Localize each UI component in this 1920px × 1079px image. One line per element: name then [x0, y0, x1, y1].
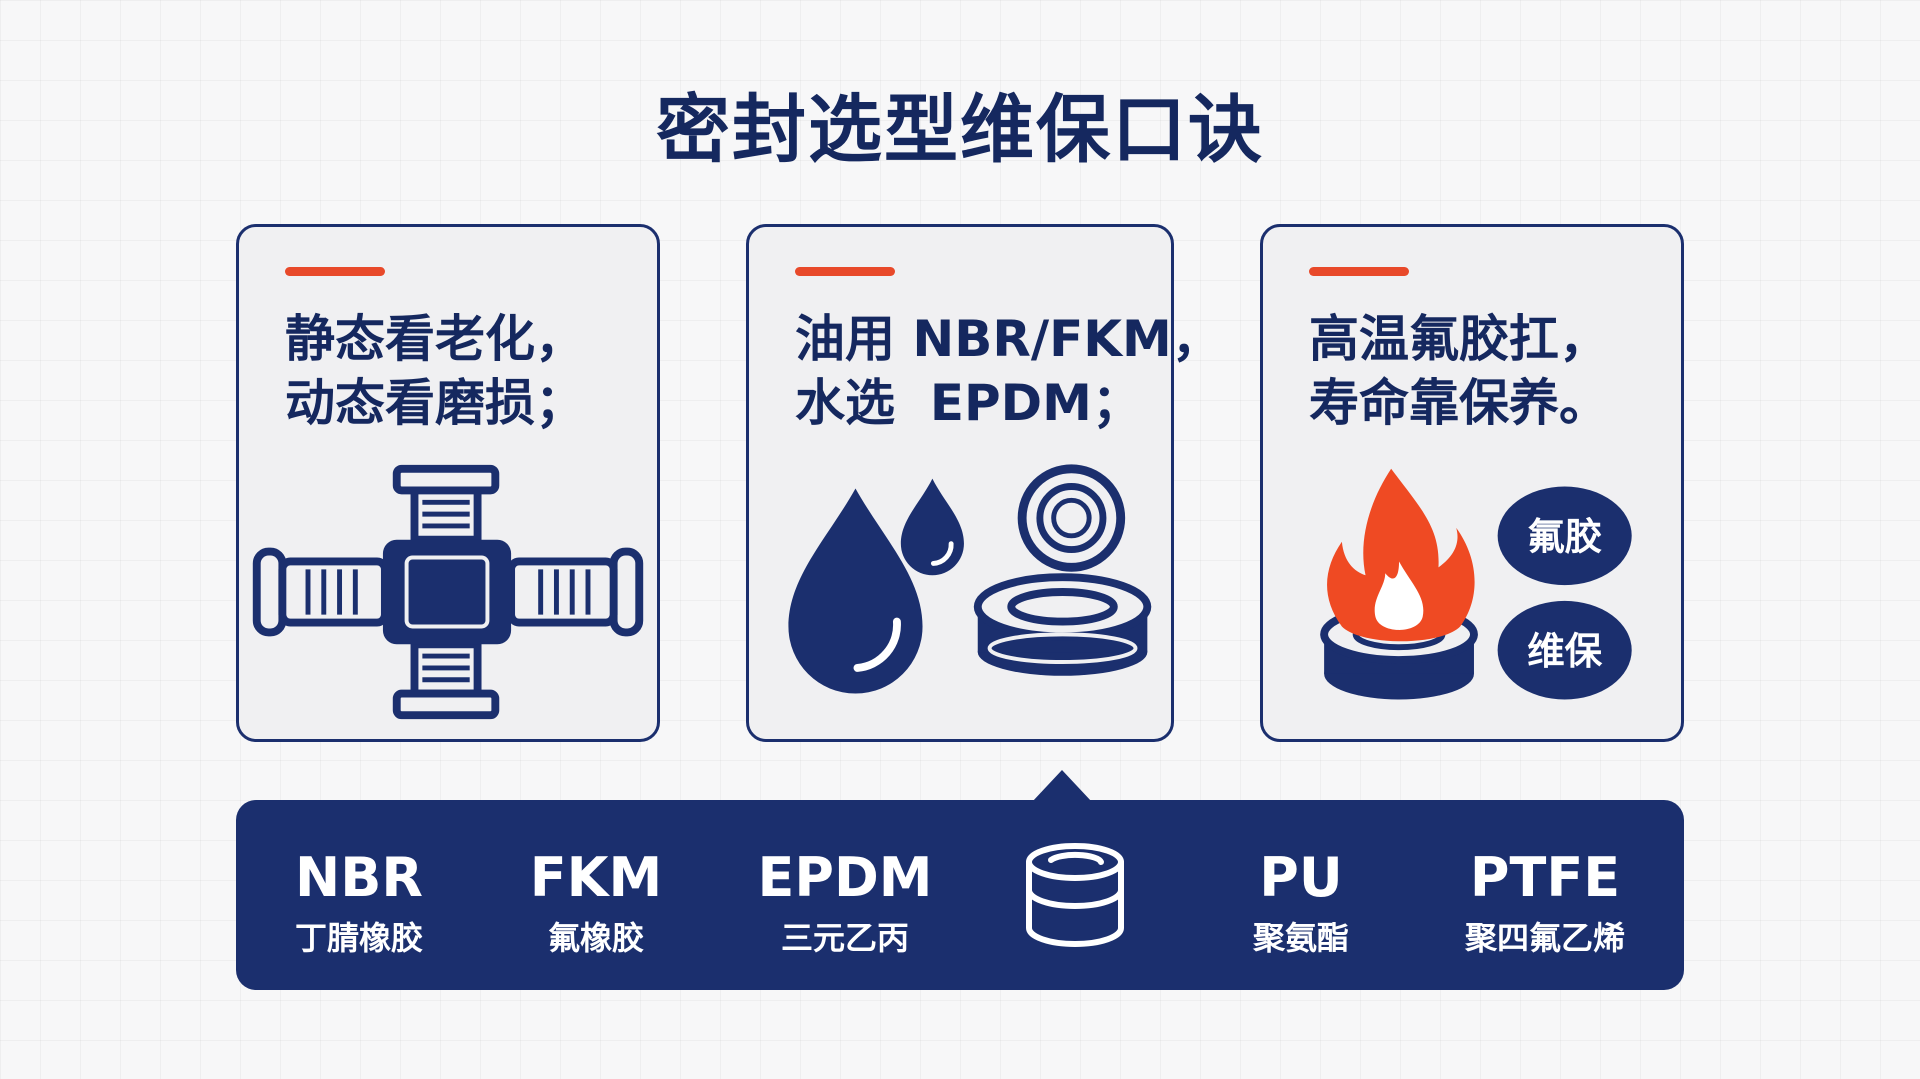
card-line: 水选 EPDM；: [795, 374, 1142, 432]
water-drop-icon: [788, 488, 923, 694]
card-line: 油用 NBR/FKM，: [795, 310, 1222, 368]
o-ring-icon: [1017, 464, 1126, 572]
material-code: PTFE: [1469, 846, 1621, 909]
card-text: 静态看老化， 动态看磨损；: [285, 307, 585, 435]
material-name: 氟橡胶: [547, 919, 644, 957]
card-text: 油用 NBR/FKM， 水选 EPDM；: [795, 307, 1222, 435]
accent-bar: [285, 267, 385, 276]
material-name: 聚氨酯: [1252, 919, 1349, 957]
pipe-cross-fitting-icon: [252, 464, 644, 720]
material-code: FKM: [529, 846, 663, 909]
small-drop-icon: [900, 478, 964, 576]
card-line: 高温氟胶扛，: [1309, 310, 1609, 368]
page-title: 密封选型维保口诀: [656, 87, 1264, 173]
material-ptfe: PTFE 聚四氟乙烯: [1425, 846, 1665, 960]
card-text: 高温氟胶扛， 寿命靠保养。: [1309, 307, 1609, 435]
material-fkm: FKM 氟橡胶: [476, 846, 716, 960]
card-line: 动态看磨损；: [285, 374, 585, 432]
badge-maintenance: 维保: [1497, 600, 1632, 700]
badge-label: 维保: [1527, 629, 1602, 673]
accent-bar: [1309, 267, 1409, 276]
accent-bar: [795, 267, 895, 276]
band-pointer: [1032, 770, 1092, 802]
material-code: EPDM: [757, 846, 933, 909]
material-name: 聚四氟乙烯: [1464, 919, 1625, 957]
material-epdm: EPDM 三元乙丙: [725, 846, 965, 960]
card-oil-water: 油用 NBR/FKM， 水选 EPDM；: [746, 224, 1222, 742]
material-code: NBR: [295, 846, 423, 909]
flame-icon: [1327, 468, 1475, 642]
material-code: PU: [1259, 846, 1343, 909]
flame-on-seal-icon: 氟胶 维保: [1320, 468, 1632, 700]
card-static-dynamic: 静态看老化， 动态看磨损；: [236, 224, 660, 742]
material-pu: PU 聚氨酯: [1181, 846, 1421, 960]
materials-band: NBR 丁腈橡胶 FKM 氟橡胶 EPDM 三元乙丙 PU 聚氨酯 PTFE 聚…: [236, 800, 1684, 990]
material-name: 三元乙丙: [780, 919, 909, 957]
material-nbr: NBR 丁腈橡胶: [239, 846, 479, 960]
flat-gasket-icon: [973, 573, 1152, 676]
card-high-temp: 高温氟胶扛， 寿命靠保养。 氟胶 维保: [1260, 224, 1684, 742]
material-name: 丁腈橡胶: [294, 919, 423, 957]
badge-fluoro: 氟胶: [1497, 486, 1632, 586]
droplets-and-seal-rings-icon: [788, 464, 1152, 694]
badge-label: 氟胶: [1527, 515, 1602, 559]
seal-ring-stack-icon: [1026, 843, 1124, 947]
card-line: 静态看老化，: [285, 310, 585, 368]
card-line: 寿命靠保养。: [1309, 374, 1609, 432]
